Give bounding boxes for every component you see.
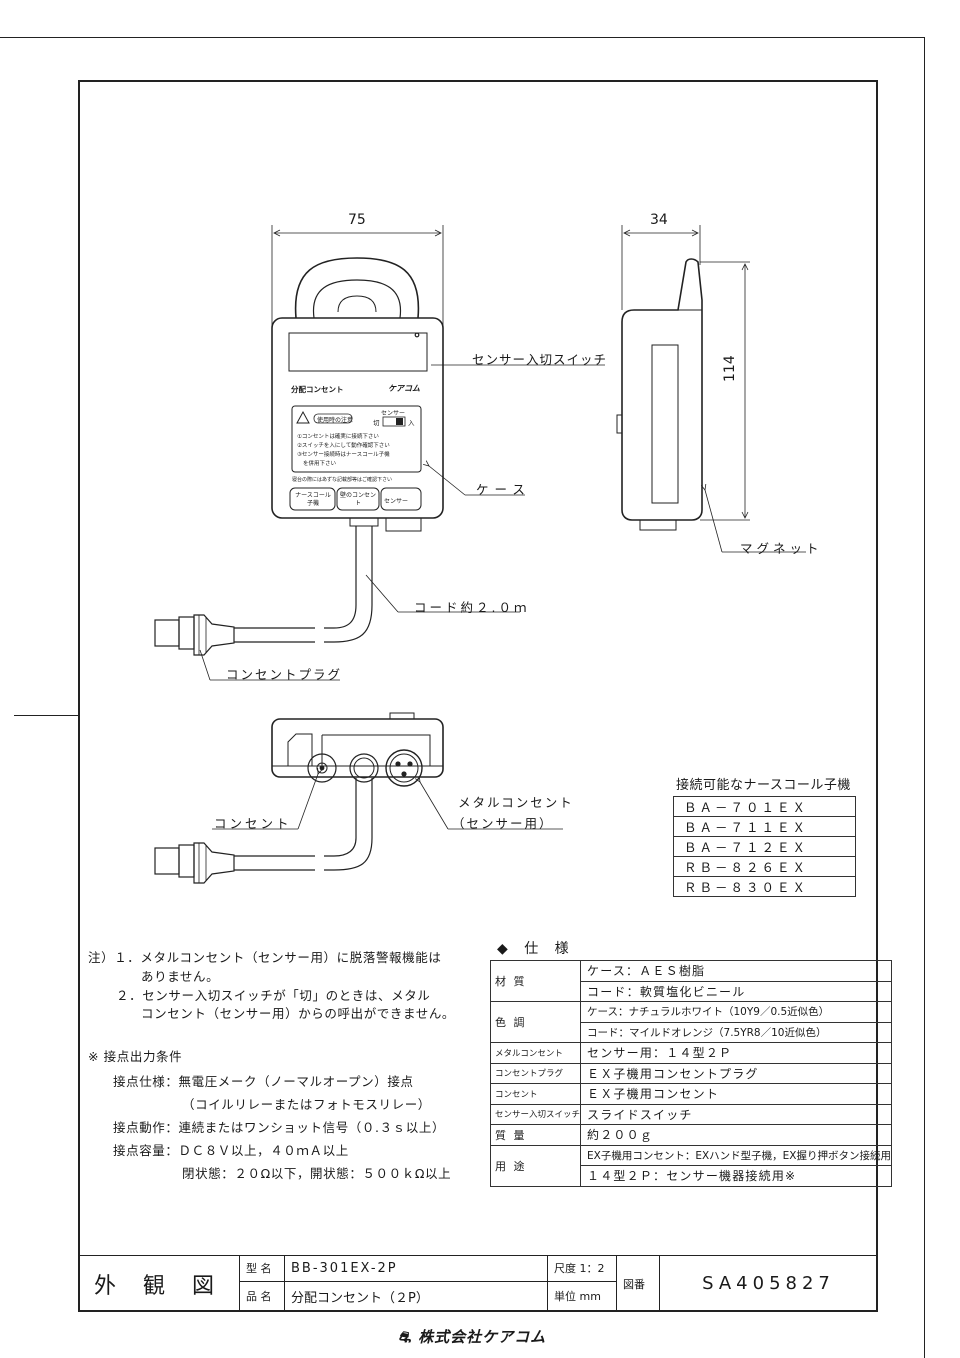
- note-line: 注）１．メタルコンセント（センサー用）に脱落警報機能は: [88, 950, 442, 965]
- panel-caution-title: 使用時の注意: [317, 417, 354, 424]
- spec-value: ケース：ＡＥＳ樹脂: [580, 960, 892, 982]
- spec-value: コード：マイルドオレンジ（7.5YR8／10近似色）: [580, 1021, 892, 1043]
- nurse-call-title: 接続可能なナースコール子機: [676, 778, 851, 793]
- label-metal-outlet-sub: （センサー用）: [452, 816, 554, 831]
- spec-heading: ◆ 仕 様: [497, 941, 575, 957]
- spec-value: ＥＸ子機用コンセントプラグ: [580, 1062, 892, 1084]
- panel-caution-3: ③センサー接続時はナースコール子機: [297, 452, 390, 458]
- company-logo: ⛐ 株式会社ケアコム: [398, 1326, 546, 1348]
- label-metal-outlet: メタルコンセント: [458, 795, 574, 810]
- nurse-call-model: ＢＡ－７０１ＥＸ: [673, 796, 856, 817]
- contact-line: 接点動作：連続またはワンショット信号（０.３ｓ以上）: [113, 1120, 446, 1135]
- panel-switch-off: 切: [373, 419, 380, 427]
- spec-table: 材 質ケース：ＡＥＳ樹脂 コード：軟質塩化ビニール 色 調ケース：ナチュラルホワ…: [489, 960, 892, 1187]
- nurse-call-model: ＲＢ－８２６ＥＸ: [673, 856, 856, 877]
- nurse-call-table: ＢＡ－７０１ＥＸ ＢＡ－７１１ＥＸ ＢＡ－７１２ＥＸ ＲＢ－８２６ＥＸ ＲＢ－８…: [673, 796, 856, 897]
- label-sensor-switch: センサー入切スイッチ: [472, 352, 608, 367]
- panel-warning-line: 寝台の際にはあずな記載部等はご確認下さい: [292, 477, 393, 483]
- contact-line: 閉状態：２０Ω以下，開状態：５００ｋΩ以上: [182, 1166, 452, 1181]
- spec-key: 用 途: [489, 1144, 582, 1187]
- spec-key: センサー入切スイッチ: [489, 1103, 582, 1125]
- spec-value: スライドスイッチ: [580, 1103, 892, 1125]
- drawing-no-label: 図番: [616, 1255, 660, 1312]
- spec-value: １４型２Ｐ：センサー機器接続用※: [580, 1165, 892, 1187]
- nurse-call-model: ＲＢ－８３０ＥＸ: [673, 876, 856, 897]
- contact-title: ※ 接点出力条件: [88, 1049, 183, 1064]
- panel-caution-2: ②スイッチを入にして動作確認下さい: [297, 443, 390, 449]
- page-fold-mark: [14, 715, 78, 716]
- company-name: 株式会社ケアコム: [418, 1328, 547, 1346]
- page-right-rule: [924, 37, 925, 1358]
- panel-sensor-label: センサー: [381, 410, 406, 417]
- panel-btn-sensor: センサー: [384, 498, 409, 505]
- panel-caution-3b: を併用下さい: [303, 461, 337, 467]
- panel-btn-nurse: ナースコール子機: [295, 492, 331, 507]
- contact-line: 接点容量：ＤＣ８Ｖ以上，４０ｍＡ以上: [113, 1143, 349, 1158]
- model-label: 型 名: [239, 1255, 285, 1282]
- spec-value: センサー用：１４型２Ｐ: [580, 1042, 892, 1064]
- panel-product-name: 分配コンセント: [291, 385, 344, 394]
- drawing-no: SA405827: [659, 1255, 878, 1312]
- panel-btn-outlet: 壁のコンセント: [340, 492, 377, 507]
- page-top-rule: [0, 37, 925, 38]
- panel-caution-1: ①コンセントは確実に接続下さい: [297, 434, 379, 440]
- panel-switch-on: 入: [408, 419, 415, 427]
- spec-key: コンセント: [489, 1083, 582, 1105]
- unit: 単位 mm: [547, 1280, 617, 1313]
- label-outlet: コンセント: [214, 816, 292, 831]
- name-label: 品 名: [239, 1280, 285, 1313]
- label-plug: コンセントプラグ: [226, 667, 343, 682]
- label-case: ケース: [476, 482, 531, 497]
- dim-width: 75: [348, 212, 366, 228]
- spec-value: 約２００ｇ: [580, 1124, 892, 1146]
- label-cord: コード約２.０ｍ: [414, 600, 530, 615]
- drawing-type: 外 観 図: [78, 1255, 240, 1312]
- contact-line: 接点仕様：無電圧メーク（ノーマルオープン）接点: [113, 1074, 414, 1089]
- dim-height: 114: [722, 355, 738, 382]
- model-value: BB-301EX-2P: [284, 1255, 548, 1282]
- panel-brand: ケアコム: [388, 384, 420, 393]
- spec-value: EX子機用コンセント：EXハンド型子機，EX握り押ボタン接続用: [580, 1144, 892, 1166]
- spec-key: メタルコンセント: [489, 1042, 582, 1064]
- nurse-call-model: ＢＡ－７１１ＥＸ: [673, 816, 856, 837]
- logo-mark-icon: ⛐: [398, 1328, 419, 1346]
- spec-value: ケース：ナチュラルホワイト（10Y9／0.5近似色）: [580, 1001, 892, 1023]
- spec-value: コード：軟質塩化ビニール: [580, 980, 892, 1002]
- title-block: 外 観 図 型 名 BB-301EX-2P 尺度 1：2 図番 SA405827…: [78, 1255, 878, 1313]
- scale: 尺度 1：2: [547, 1255, 617, 1282]
- label-magnet: マグネット: [740, 541, 823, 556]
- nurse-call-model: ＢＡ－７１２ＥＸ: [673, 836, 856, 857]
- spec-key: 材 質: [489, 960, 582, 1002]
- contact-line: （コイルリレーまたはフォトモスリレー）: [182, 1097, 431, 1112]
- spec-key: コンセントプラグ: [489, 1062, 582, 1084]
- note-line: コンセント（センサー用）からの呼出ができません。: [141, 1006, 456, 1021]
- name-value: 分配コンセント（２P）: [284, 1280, 548, 1313]
- note-line: ありません。: [141, 969, 220, 984]
- spec-key: 質 量: [489, 1124, 582, 1146]
- device-drawing: [154, 225, 806, 884]
- spec-key: 色 調: [489, 1001, 582, 1043]
- spec-value: ＥＸ子機用コンセント: [580, 1083, 892, 1105]
- note-line: ２．センサー入切スイッチが「切」のときは、メタル: [116, 988, 431, 1003]
- dim-depth: 34: [650, 212, 668, 228]
